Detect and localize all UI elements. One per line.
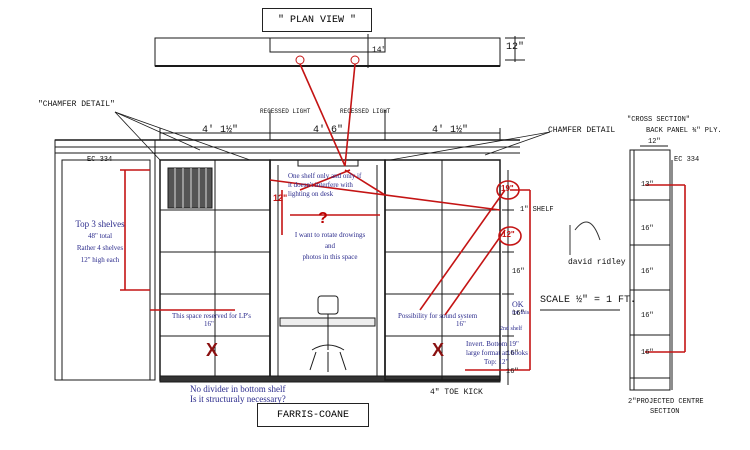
section-label: SECTION (650, 408, 680, 416)
cs-dim-12: 12" (648, 138, 661, 146)
plan-view-inner (269, 37, 386, 53)
cs-dim-16c: 16" (641, 312, 654, 320)
signature: david ridley (568, 258, 626, 267)
note-invert: Invert. Bottom 19" large format art book… (466, 340, 528, 366)
projected-centre-label: 2"PROJECTED CENTRE (628, 398, 704, 406)
chamfer-detail-right: CHAMFER DETAIL (548, 126, 616, 135)
toe-kick-label: 4" TOE KICK (430, 388, 483, 397)
note-sound-16: 16" (456, 320, 466, 328)
cross-section-outline (629, 149, 671, 391)
back-panel-label: BACK PANEL ¾" PLY. (646, 127, 722, 135)
red-diagonal-2 (419, 189, 506, 311)
x-mark-left: X (206, 340, 219, 360)
plan-view-title: " PLAN VIEW " (262, 8, 372, 32)
note-sound: Possibility for sound system (398, 312, 478, 320)
note-rotate: I want to rotate drowings and photos in … (294, 231, 366, 261)
note-2nd-shelf: 2nd shelf (500, 326, 523, 332)
right-dim-16b: 16" (512, 310, 525, 318)
note-reserved-16: 16" (204, 320, 214, 328)
scale-label: SCALE ½" = 1 FT. (540, 295, 637, 306)
width-left: 4' 1½" (202, 125, 239, 136)
chamfer-detail-left: "CHAMFER DETAIL" (38, 100, 115, 109)
right-dim-16c: 16" (506, 350, 519, 358)
right-dim-16d: 16" (506, 368, 519, 376)
red-question-mark: ? (318, 210, 328, 227)
note-one-shelf: One shelf only and only if it doesn't in… (288, 172, 362, 198)
cs-dim-16d: 16" (641, 349, 654, 357)
note-top3: Top 3 shelves 48" total Rather 4 shelves… (75, 219, 125, 264)
red-diagonal-3 (444, 229, 506, 316)
right-dim-16a: 16" (512, 268, 525, 276)
dim-12-top: 12" (506, 42, 525, 53)
cross-section-title: "CROSS SECTION" (627, 116, 691, 124)
one-inch-shelf: 1" SHELF (520, 206, 554, 214)
farris-coane-title: FARRIS-COANE (257, 403, 369, 427)
red-circle-12: 12" (502, 230, 515, 239)
red-arrow-light-right (344, 63, 356, 167)
width-right: 4' 1½" (432, 125, 469, 136)
ec334-left: EC 334 (87, 156, 113, 164)
cs-dim-13: 13" (641, 181, 654, 189)
ec334-right: EC 334 (674, 156, 700, 164)
width-middle: 4' 6" (313, 125, 344, 136)
note-reserved-lp: This space reserved for LP's (172, 312, 252, 320)
note-divider: No divider in bottom shelf Is it structu… (190, 384, 286, 404)
chair (317, 295, 339, 315)
red-circle-19: 19" (501, 184, 514, 193)
recessed-light-label-2: RECESSED LIGHT (340, 108, 391, 115)
x-mark-right: X (432, 340, 445, 360)
note-ok: OK for this (512, 300, 530, 316)
red-arrow-light-left (299, 63, 346, 167)
dim-14: 14" (372, 46, 387, 55)
cs-dim-16a: 16" (641, 225, 654, 233)
recessed-light-label-1: RECESSED LIGHT (260, 108, 311, 115)
red-12-left: 12" (273, 193, 288, 203)
cs-dim-16b: 16" (641, 268, 654, 276)
